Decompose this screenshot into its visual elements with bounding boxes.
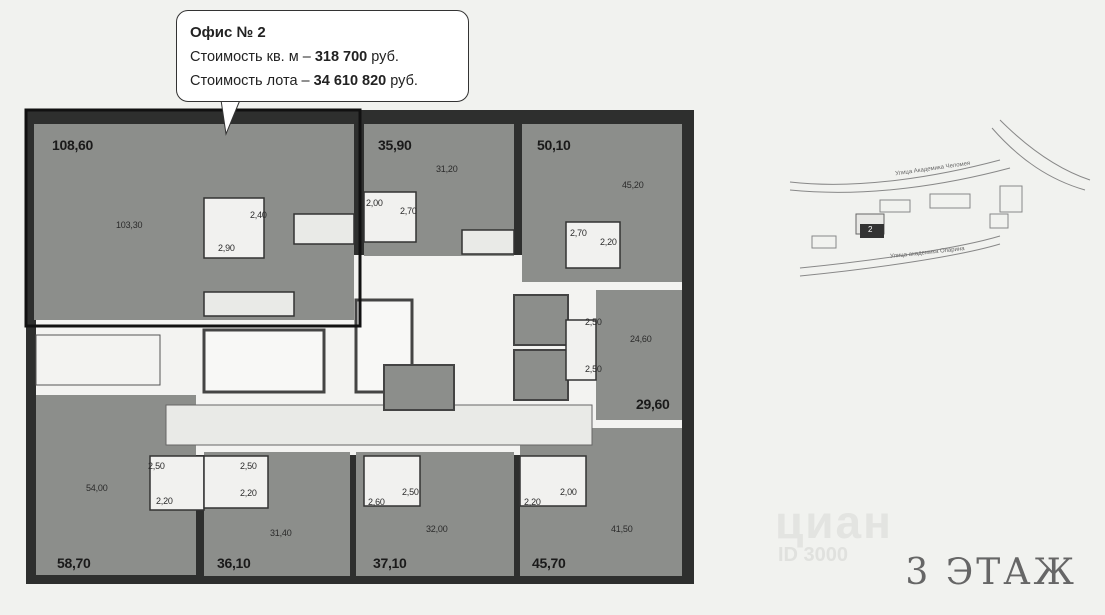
partitions	[203, 213, 515, 317]
room-area: 32,00	[426, 524, 448, 534]
wc-area: 2,90	[218, 243, 235, 253]
room-area: 31,40	[270, 528, 292, 538]
room-area: 103,30	[116, 220, 143, 230]
selected-unit-outline	[24, 108, 362, 328]
unit-total-area[interactable]: 29,60	[636, 396, 670, 412]
wc-area: 2,40	[250, 210, 267, 220]
unit-total-area[interactable]: 36,10	[217, 555, 251, 571]
watermark-logo: циан	[775, 496, 893, 548]
tooltip-lot-price: Стоимость лота – 34 610 820 руб.	[190, 73, 418, 89]
room-area: 45,20	[622, 180, 644, 190]
tooltip-title: Офис № 2	[190, 24, 266, 41]
wc-blocks	[149, 191, 621, 511]
wc-area: 2,20	[524, 497, 541, 507]
wc-area: 2,70	[570, 228, 587, 238]
room-area: 24,60	[630, 334, 652, 344]
unit-total-area[interactable]: 45,70	[532, 555, 566, 571]
wc-area: 2,70	[400, 206, 417, 216]
unit-total-area[interactable]: 58,70	[57, 555, 91, 571]
corridor-strip	[165, 404, 593, 446]
unit-total-area[interactable]: 37,10	[373, 555, 407, 571]
tooltip-price-per-m: Стоимость кв. м – 318 700 руб.	[190, 49, 399, 65]
location-minimap	[789, 119, 1091, 277]
wc-area: 2,00	[366, 198, 383, 208]
wc-area: 2,60	[368, 497, 385, 507]
wc-area: 2,00	[560, 487, 577, 497]
wc-area: 2,50	[585, 364, 602, 374]
unit-total-area[interactable]: 35,90	[378, 137, 412, 153]
wc-area: 2,50	[148, 461, 165, 471]
wc-area: 2,20	[600, 237, 617, 247]
lift-shaft	[513, 349, 569, 401]
minimap-building-number: 2	[868, 225, 873, 234]
minimap-highlight	[860, 224, 884, 238]
wc-area: 2,50	[240, 461, 257, 471]
wc-area: 2,50	[402, 487, 419, 497]
office-room	[596, 290, 682, 420]
unit-total-area[interactable]: 108,60	[52, 137, 94, 153]
lift-shaft	[383, 364, 455, 411]
hall	[35, 334, 161, 386]
room-area: 41,50	[611, 524, 633, 534]
wc-area: 2,20	[156, 496, 173, 506]
room-area: 31,20	[436, 164, 458, 174]
unit-total-area[interactable]: 50,10	[537, 137, 571, 153]
stair	[202, 328, 326, 394]
lift-shaft	[513, 294, 569, 346]
watermark-id: ID 3000	[778, 544, 849, 566]
floor-label: 3 ЭТАЖ	[905, 552, 1077, 593]
wc-area: 2,20	[240, 488, 257, 498]
wc-area: 2,50	[585, 317, 602, 327]
room-area: 54,00	[86, 483, 108, 493]
unit-tooltip: Офис № 2 Стоимость кв. м – 318 700 руб. …	[176, 10, 469, 102]
